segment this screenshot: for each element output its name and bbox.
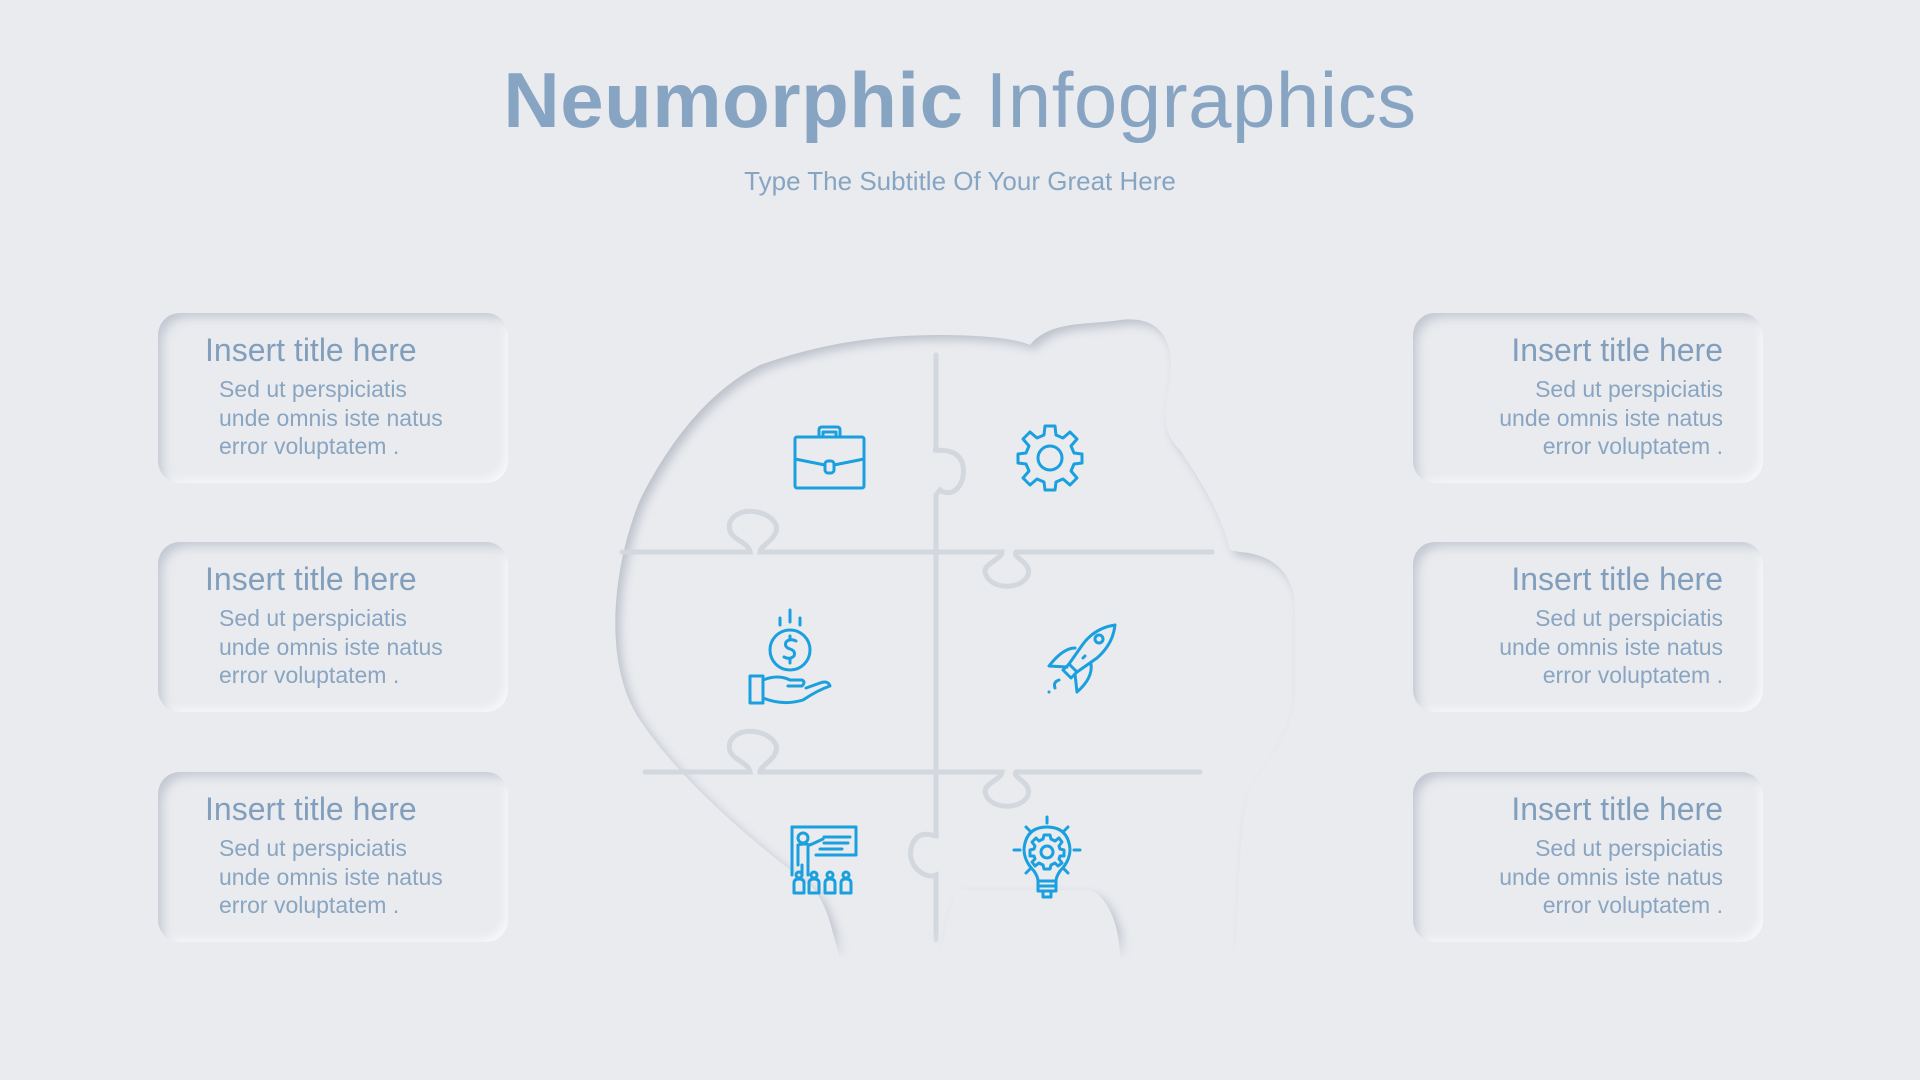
piggy-puzzle-shape (600, 319, 1320, 960)
info-card-left-1: Insert title here Sed ut perspiciatis un… (158, 313, 508, 483)
card-body: Sed ut perspiciatis unde omnis iste natu… (1499, 376, 1723, 459)
card-title: Insert title here (1511, 332, 1723, 368)
info-card-right-3: Insert title here Sed ut perspiciatis un… (1413, 772, 1763, 942)
info-card-right-1: Insert title here Sed ut perspiciatis un… (1413, 313, 1763, 483)
briefcase-icon (793, 425, 866, 490)
title-light: Infographics (985, 56, 1417, 144)
card-body: Sed ut perspiciatis unde omnis iste natu… (1499, 835, 1723, 918)
card-body: Sed ut perspiciatis unde omnis iste natu… (219, 376, 443, 459)
gear-icon (1015, 423, 1085, 493)
info-card-left-3: Insert title here Sed ut perspiciatis un… (158, 772, 508, 942)
info-card-left-2: Insert title here Sed ut perspiciatis un… (158, 542, 508, 712)
card-body: Sed ut perspiciatis unde omnis iste natu… (219, 605, 443, 688)
idea-bulb-icon (1012, 815, 1082, 903)
title-bold: Neumorphic (503, 56, 964, 144)
money-hand-icon (748, 608, 833, 708)
card-title: Insert title here (205, 791, 417, 827)
card-body: Sed ut perspiciatis unde omnis iste natu… (219, 835, 443, 918)
presentation-icon (790, 825, 858, 895)
info-card-right-2: Insert title here Sed ut perspiciatis un… (1413, 542, 1763, 712)
card-body: Sed ut perspiciatis unde omnis iste natu… (1499, 605, 1723, 688)
page-subtitle: Type The Subtitle Of Your Great Here (744, 166, 1176, 196)
card-title: Insert title here (205, 561, 417, 597)
card-title: Insert title here (1511, 561, 1723, 597)
piggy-body (615, 319, 1295, 960)
page-title: Neumorphic Infographics (0, 52, 1920, 148)
card-title: Insert title here (205, 332, 417, 368)
card-title: Insert title here (1511, 791, 1723, 827)
rocket-icon (1045, 622, 1117, 694)
